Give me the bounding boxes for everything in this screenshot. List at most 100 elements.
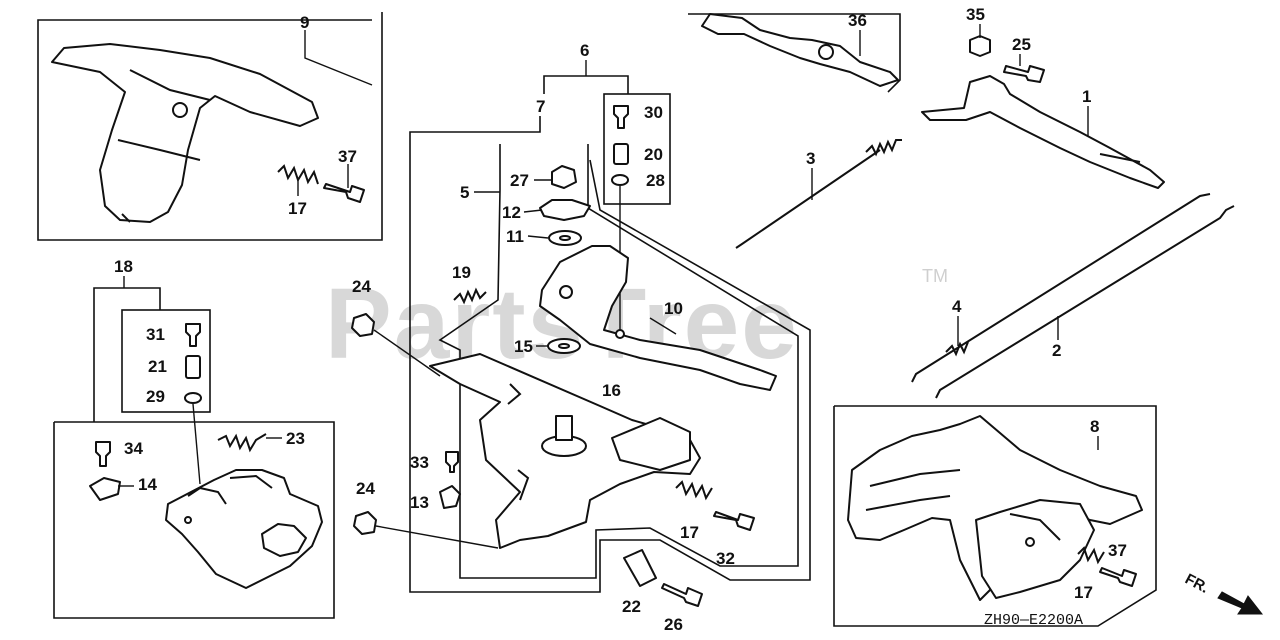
part-19-spring [453,287,487,305]
callout-4: 4 [952,297,962,316]
part-1-governor-arm [921,75,1165,189]
watermark-trademark: TM [922,266,948,286]
part-27-nut [551,165,577,189]
part-11-washer [548,230,582,246]
part-12-plate [539,199,591,221]
callout-3: 3 [806,149,815,168]
callout-12: 12 [502,203,521,222]
callout-27: 27 [510,171,529,190]
callout-6: 6 [580,41,589,60]
callout-37-upper: 37 [338,147,357,166]
part-24-bolt-lower [353,511,377,535]
group-box-9 [37,12,383,241]
group-box-5 [438,144,799,579]
callout-25: 25 [1012,35,1031,54]
part-4-spring [945,341,969,357]
part-31-screw [185,323,201,347]
part-22-sleeve [623,549,657,587]
callout-32: 32 [716,549,735,568]
part-3-rod [735,139,902,249]
callout-13: 13 [410,493,429,512]
part-30-screw [613,105,629,129]
callout-26: 26 [664,615,683,634]
direction-indicator: FR. [1182,571,1264,615]
part-23-spring [217,433,267,453]
callout-16: 16 [602,381,621,400]
part-34-screw [95,441,111,467]
callout-24-upper: 24 [352,277,371,296]
part-36-arm [701,13,899,87]
leader-24-upper [373,329,441,377]
group-box-18-fasteners [121,309,211,413]
callout-23: 23 [286,429,305,448]
part-10-lever [539,245,777,391]
callout-36: 36 [848,11,867,30]
part-24-bolt-upper [351,313,375,337]
callout-14: 14 [138,475,157,494]
leader-24-lower [375,525,499,549]
callout-22: 22 [622,597,641,616]
callout-35: 35 [966,5,985,24]
callout-21: 21 [148,357,167,376]
part-14-control-base [165,469,323,589]
part-28-washer [611,174,629,186]
part-26-bolt [661,583,703,607]
group-box-18-bracket [93,287,161,422]
leader-fastener-stack-left [192,403,201,485]
part-13-clip [439,485,461,509]
part-37-bolt-upper [323,183,365,203]
callout-29: 29 [146,387,165,406]
group-box-18-body [53,421,335,619]
callout-37-right: 37 [1108,541,1127,560]
direction-label: FR. [1182,571,1211,597]
callout-20: 20 [644,145,663,164]
part-25-screw [1003,65,1045,83]
part-32-bolt [713,511,755,531]
part-8-cover [847,415,1143,601]
group-box-36 [688,13,901,93]
callout-7: 7 [536,97,545,116]
callout-19: 19 [452,263,471,282]
callout-15: 15 [514,337,533,356]
part-14-clip [89,477,121,501]
part-37-bolt-right [1099,567,1137,587]
callout-17-right: 17 [1074,583,1093,602]
callout-31: 31 [146,325,165,344]
part-35-nut [969,35,991,57]
part-33-screw [445,451,459,473]
part-29-washer [184,392,202,404]
callout-1: 1 [1082,87,1091,106]
part-16-base-plate [429,353,701,549]
part-21-collar [185,355,201,379]
group-box-8 [833,405,1157,627]
part-20-collar [613,143,629,165]
callout-24-lower: 24 [356,479,375,498]
group-box-6-bracket [543,75,629,94]
part-9-bracket [51,43,319,223]
callout-18: 18 [114,257,133,276]
reference-code: ZH90—E2200A [984,612,1083,629]
part-17-spring-center [675,480,713,501]
callout-30: 30 [644,103,663,122]
group-box-6-fasteners [603,93,671,205]
leader-10 [649,317,677,335]
callout-2: 2 [1052,341,1061,360]
leader-11 [527,235,549,239]
callout-28: 28 [646,171,665,190]
callout-8: 8 [1090,417,1099,436]
callout-11: 11 [506,227,524,246]
part-2-rod [911,193,1235,399]
leader-9 [304,30,373,86]
callout-5: 5 [460,183,469,202]
callout-9: 9 [300,13,309,32]
callout-17-center: 17 [680,523,699,542]
group-box-7 [409,116,811,593]
part-17-spring-right [1077,546,1105,565]
callout-34: 34 [124,439,143,458]
leader-12 [523,209,543,213]
arrow-down-right-icon [1217,591,1264,615]
callout-33: 33 [410,453,429,472]
callout-17-upper: 17 [288,199,307,218]
callout-10: 10 [664,299,683,318]
